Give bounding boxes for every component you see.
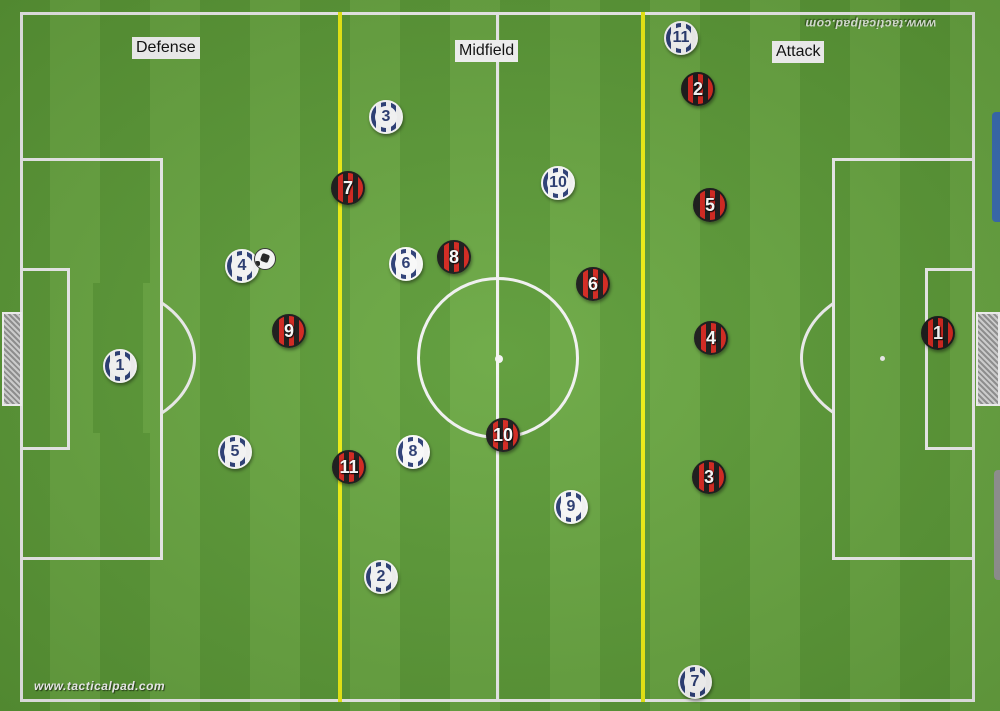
blue-player-8[interactable]: 8 — [396, 435, 430, 469]
player-number: 11 — [670, 27, 692, 49]
red-player-10[interactable]: 10 — [486, 418, 520, 452]
player-number: 3 — [375, 106, 397, 128]
player-number: 9 — [283, 320, 294, 341]
blue-player-1[interactable]: 1 — [103, 349, 137, 383]
red-player-4[interactable]: 4 — [694, 321, 728, 355]
player-number: 4 — [705, 327, 716, 348]
player-number: 1 — [932, 322, 943, 343]
right-six-front — [925, 268, 928, 450]
side-panel-tab[interactable] — [992, 112, 1000, 222]
blue-player-10[interactable]: 10 — [541, 166, 575, 200]
player-number: 9 — [560, 496, 582, 518]
red-player-11[interactable]: 11 — [332, 450, 366, 484]
left-box-bottom — [20, 557, 163, 560]
blue-player-2[interactable]: 2 — [364, 560, 398, 594]
right-penalty-spot — [880, 356, 885, 361]
side-panel-tab-secondary[interactable] — [994, 470, 1000, 580]
player-number: 5 — [224, 441, 246, 463]
right-box-bottom — [832, 557, 975, 560]
player-number: 2 — [692, 78, 703, 99]
player-number: 1 — [109, 355, 131, 377]
player-number: 6 — [587, 273, 598, 294]
player-number: 4 — [231, 255, 253, 277]
left-six-top — [20, 268, 70, 271]
red-player-9[interactable]: 9 — [272, 314, 306, 348]
left-goal-net — [2, 312, 22, 406]
zone-label-attack[interactable]: Attack — [772, 41, 825, 63]
right-box-top — [832, 158, 975, 161]
player-number: 7 — [342, 177, 353, 198]
left-box-top — [20, 158, 163, 161]
player-number: 11 — [339, 456, 359, 477]
red-player-2[interactable]: 2 — [681, 72, 715, 106]
blue-player-7[interactable]: 7 — [678, 665, 712, 699]
player-number: 10 — [492, 424, 514, 445]
player-number: 5 — [704, 194, 715, 215]
player-number: 8 — [448, 246, 459, 267]
player-number: 6 — [395, 253, 417, 275]
watermark-top: www.tacticalpad.com — [805, 17, 937, 31]
blue-player-5[interactable]: 5 — [218, 435, 252, 469]
left-six-front-over — [67, 268, 70, 450]
red-player-3[interactable]: 3 — [692, 460, 726, 494]
right-six-top — [925, 268, 975, 271]
blue-player-6[interactable]: 6 — [389, 247, 423, 281]
right-goal-net — [976, 312, 1000, 406]
zone-line-defense-midfield[interactable] — [338, 12, 342, 702]
zone-line-midfield-attack[interactable] — [641, 12, 645, 702]
left-six-bottom — [20, 447, 70, 450]
zone-label-midfield[interactable]: Midfield — [455, 40, 519, 62]
right-six-bottom — [925, 447, 975, 450]
red-player-1[interactable]: 1 — [921, 316, 955, 350]
goal-line-right — [972, 12, 975, 702]
center-spot — [495, 355, 503, 363]
red-player-6[interactable]: 6 — [576, 267, 610, 301]
right-penalty-arc — [800, 283, 835, 433]
player-number: 7 — [684, 671, 706, 693]
left-box-front-over — [160, 158, 163, 560]
blue-player-3[interactable]: 3 — [369, 100, 403, 134]
blue-player-11[interactable]: 11 — [664, 21, 698, 55]
right-penalty-arc-clip — [800, 283, 835, 433]
blue-player-9[interactable]: 9 — [554, 490, 588, 524]
player-number: 8 — [402, 441, 424, 463]
watermark-bottom: www.tacticalpad.com — [34, 679, 166, 693]
soccer-ball-icon[interactable] — [254, 248, 276, 270]
player-number: 10 — [547, 172, 569, 194]
zone-label-defense[interactable]: Defense — [132, 37, 200, 59]
red-player-7[interactable]: 7 — [331, 171, 365, 205]
player-number: 2 — [370, 566, 392, 588]
red-player-5[interactable]: 5 — [693, 188, 727, 222]
player-number: 3 — [703, 466, 714, 487]
red-player-8[interactable]: 8 — [437, 240, 471, 274]
